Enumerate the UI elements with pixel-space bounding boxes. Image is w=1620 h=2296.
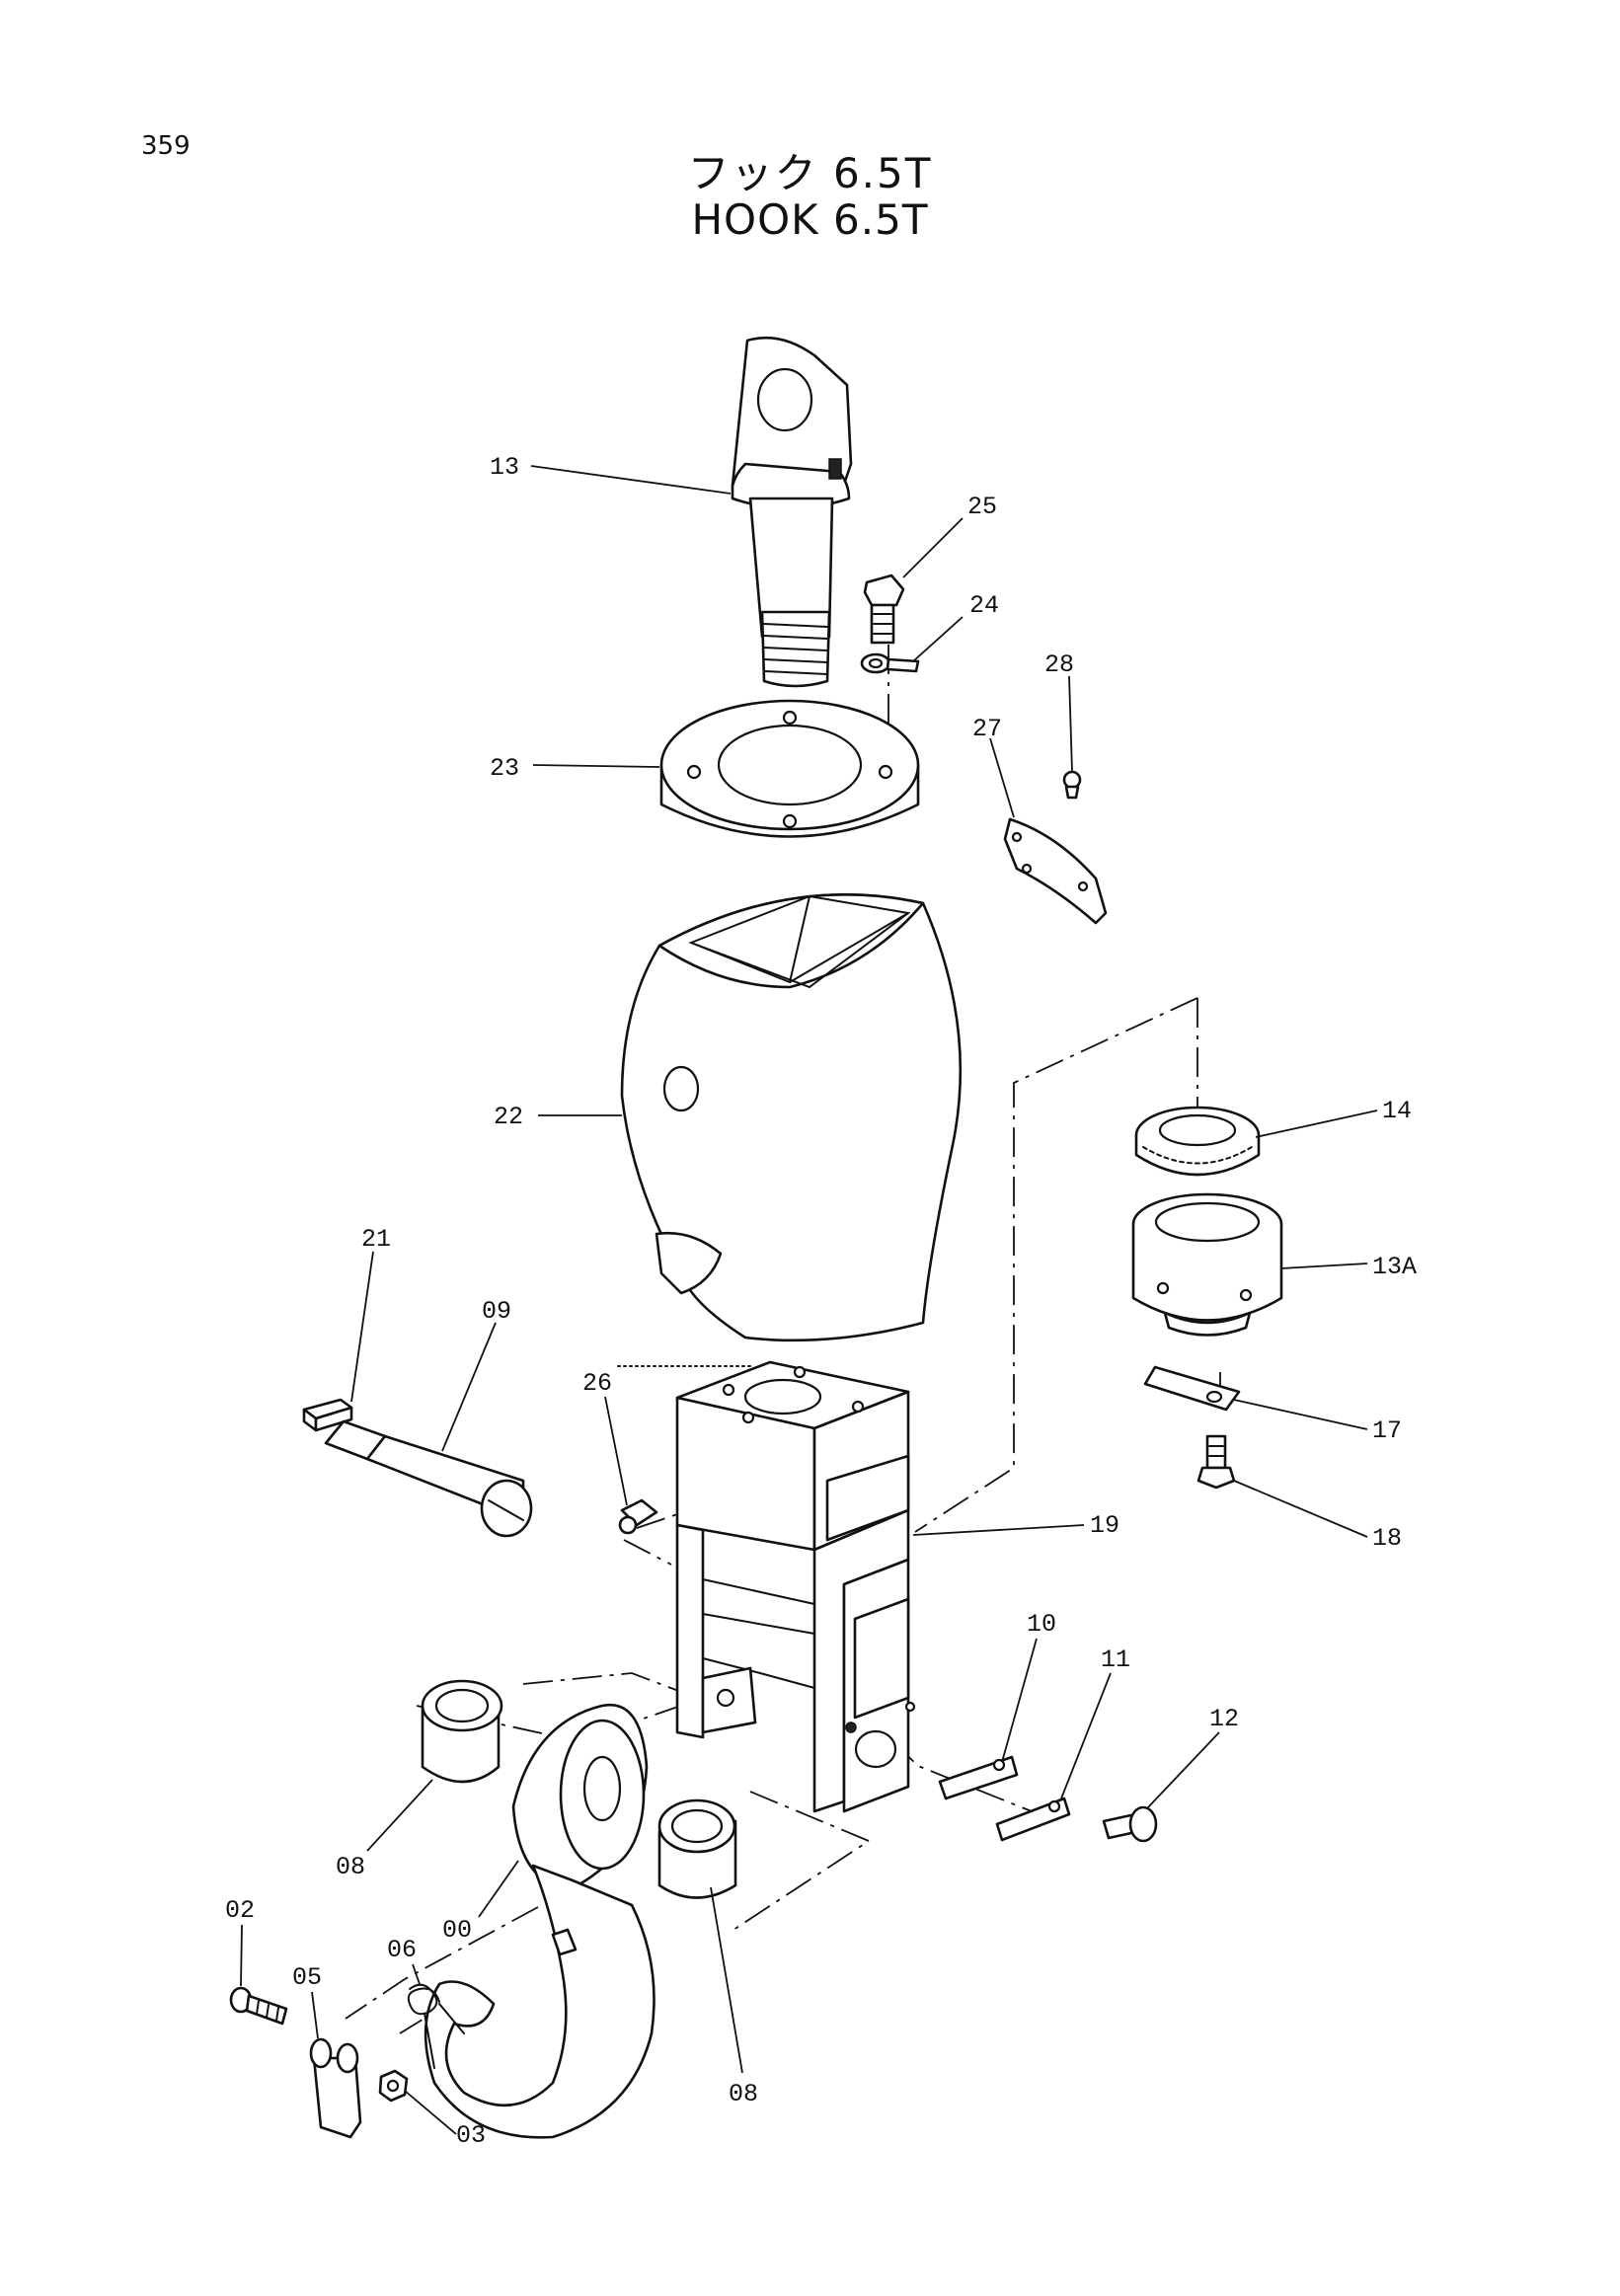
callout-24: 24 xyxy=(969,591,999,620)
part-17-lock-plate xyxy=(1143,1365,1241,1412)
callout-21: 21 xyxy=(361,1225,391,1254)
part-14-thrust-bearing xyxy=(1134,1106,1261,1177)
part-00-hook xyxy=(424,1703,656,2139)
callout-08-right: 08 xyxy=(729,2080,758,2108)
part-13a-hook-nut xyxy=(1131,1192,1283,1337)
part-23-flange-plate xyxy=(659,699,920,838)
title-english: HOOK 6.5T xyxy=(691,195,929,244)
part-26-grease-nipple xyxy=(618,1498,658,1535)
callout-00: 00 xyxy=(442,1916,472,1945)
callout-18: 18 xyxy=(1372,1524,1402,1553)
part-12-bolt xyxy=(1102,1805,1158,1843)
part-06-spring xyxy=(407,1983,465,2069)
callout-10: 10 xyxy=(1027,1610,1056,1639)
part-03-nut xyxy=(378,2069,409,2103)
leader-lines xyxy=(240,465,1378,2135)
callout-03: 03 xyxy=(456,2121,486,2150)
part-19-hook-frame xyxy=(675,1360,916,1813)
callout-19: 19 xyxy=(1090,1511,1119,1540)
callout-26: 26 xyxy=(582,1369,612,1398)
part-22-hook-cover xyxy=(620,892,963,1342)
callout-06: 06 xyxy=(387,1936,417,1964)
callout-22: 22 xyxy=(494,1103,523,1131)
part-28-screw xyxy=(1062,770,1082,800)
callout-13a: 13A xyxy=(1372,1253,1417,1281)
callout-12: 12 xyxy=(1209,1705,1239,1733)
callout-05: 05 xyxy=(292,1963,322,1992)
part-21-key xyxy=(302,1398,353,1432)
callout-09: 09 xyxy=(482,1297,511,1326)
callout-11: 11 xyxy=(1101,1645,1130,1674)
callout-08-left: 08 xyxy=(336,1853,365,1881)
part-24-lock-washer xyxy=(860,652,920,674)
part-05-latch xyxy=(309,2037,362,2139)
callout-17: 17 xyxy=(1372,1416,1402,1445)
part-11-plate xyxy=(995,1797,1071,1842)
callout-labels: 13 25 24 28 27 23 22 14 13A 21 09 26 17 … xyxy=(225,453,1417,2150)
part-02-bolt xyxy=(229,1986,288,2026)
part-27-cover-plate xyxy=(1003,817,1108,925)
callout-28: 28 xyxy=(1044,651,1074,679)
part-08-bushing-left xyxy=(421,1679,503,1784)
title-japanese: フック 6.5T xyxy=(687,149,933,197)
page-number: 359 xyxy=(141,131,191,161)
part-18-bolt xyxy=(1196,1434,1236,1490)
callout-23: 23 xyxy=(490,754,519,783)
part-08-bushing-right xyxy=(657,1799,737,1899)
part-13-eye-bolt xyxy=(731,336,853,688)
callout-14: 14 xyxy=(1382,1097,1412,1125)
callout-27: 27 xyxy=(972,715,1002,743)
part-09-pin xyxy=(324,1419,533,1538)
part-25-bolt xyxy=(863,574,905,645)
part-10-plate xyxy=(938,1755,1019,1800)
callout-25: 25 xyxy=(967,493,997,521)
callout-13: 13 xyxy=(490,453,519,482)
callout-02: 02 xyxy=(225,1896,255,1925)
